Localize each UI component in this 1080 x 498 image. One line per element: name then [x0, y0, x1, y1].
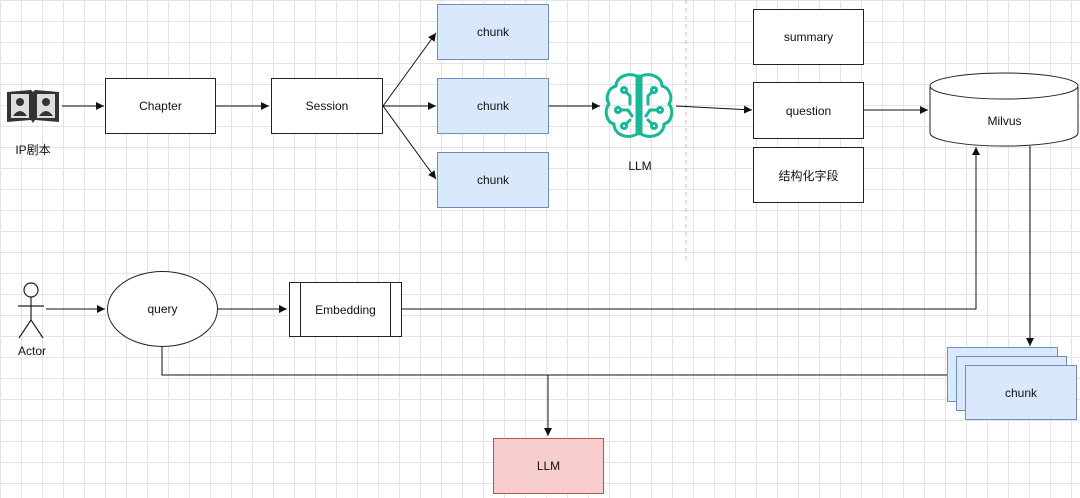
chapter-node[interactable]: Chapter — [105, 78, 216, 134]
chunk-node-bot[interactable]: chunk — [437, 152, 549, 208]
milvus-database[interactable]: Milvus — [929, 72, 1080, 148]
edge-embedding-milvus — [402, 147, 980, 310]
summary-node[interactable]: summary — [753, 9, 864, 65]
edge-query-line — [161, 346, 948, 376]
chunk-node-mid[interactable]: chunk — [437, 78, 549, 134]
chunk-node-top[interactable]: chunk — [437, 4, 549, 60]
session-node[interactable]: Session — [271, 78, 383, 134]
book-person-icon — [5, 86, 61, 126]
stick-figure-actor — [16, 282, 46, 342]
chunk-stack-front[interactable]: chunk — [965, 365, 1077, 420]
embedding-node[interactable]: Embedding — [289, 282, 402, 337]
llm-bottom-node[interactable]: LLM — [493, 438, 604, 494]
actor-label: Actor — [17, 344, 46, 358]
embedding-label: Embedding — [315, 302, 376, 317]
edge-session-chunk-bot — [382, 105, 437, 180]
question-node[interactable]: question — [753, 82, 864, 139]
brain-circuit-icon — [602, 70, 676, 142]
milvus-label: Milvus — [987, 114, 1022, 128]
ip-label: IP剧本 — [15, 143, 51, 157]
structured-field-node[interactable]: 结构化字段 — [753, 147, 864, 203]
edge-llm-question — [675, 105, 753, 114]
edge-session-chunk-top — [382, 32, 437, 107]
query-node[interactable]: query — [107, 271, 218, 347]
llm-label: LLM — [628, 159, 652, 173]
